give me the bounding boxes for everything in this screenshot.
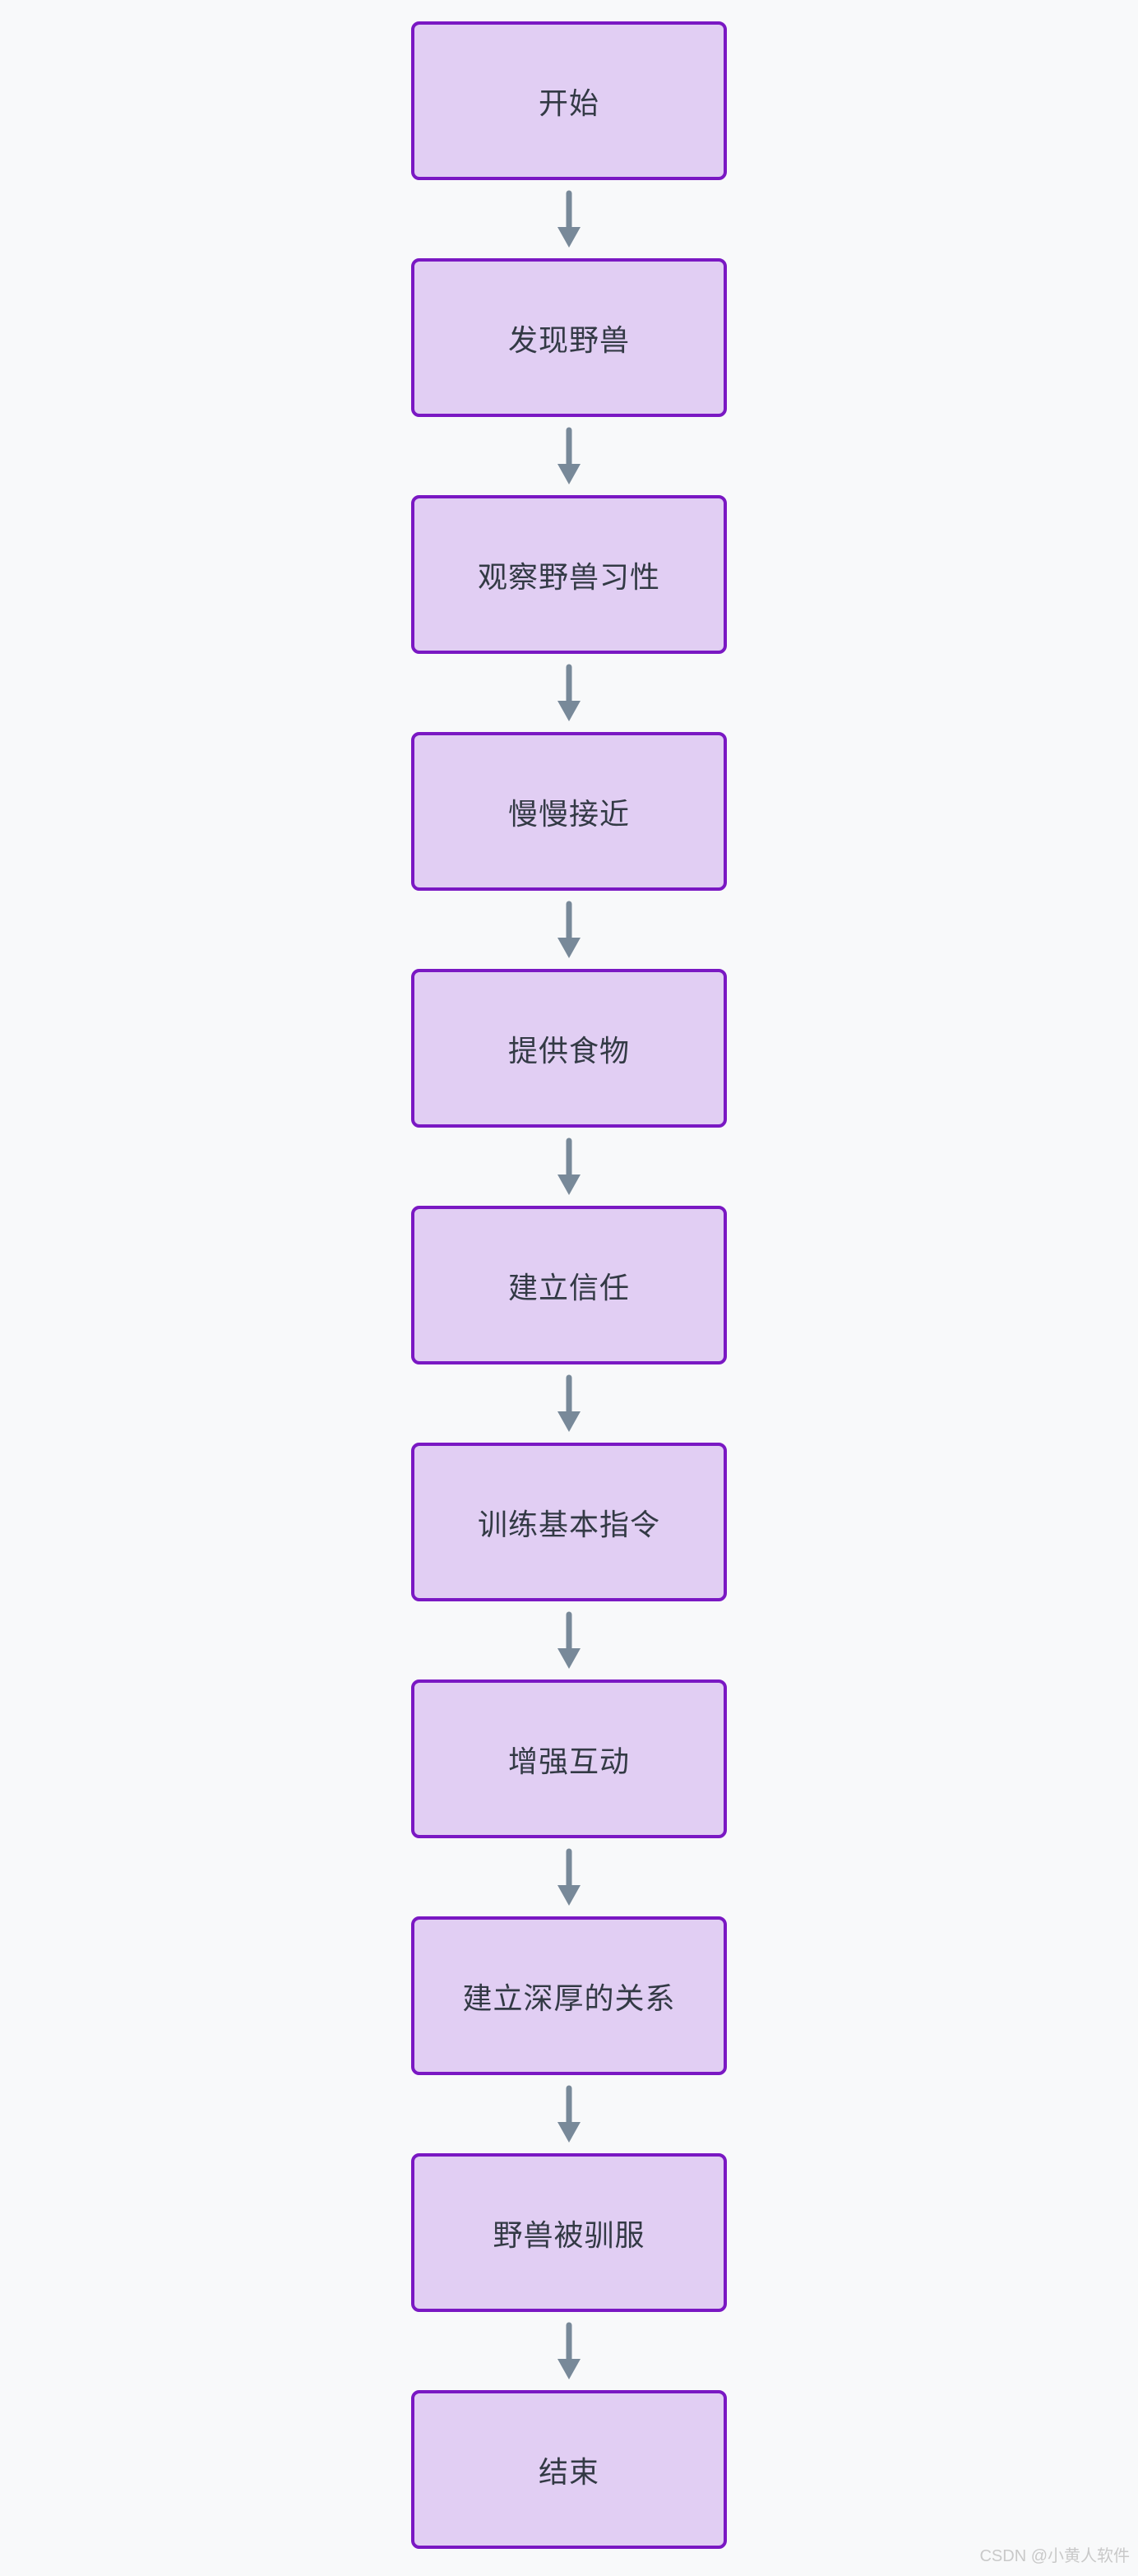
arrow-down-icon <box>557 664 581 721</box>
flow-node-label: 野兽被驯服 <box>493 2217 645 2252</box>
arrow-down-icon <box>557 1374 581 1432</box>
flow-node-discover-beast: 发现野兽 <box>411 258 727 417</box>
arrow-down-icon <box>557 1611 581 1669</box>
flow-node-label: 增强互动 <box>507 1744 630 1778</box>
flow-edge <box>557 1601 581 1679</box>
flow-node-observe-habits: 观察野兽习性 <box>411 495 727 654</box>
flow-node-enhance-interaction: 增强互动 <box>411 1679 727 1838</box>
arrow-down-icon <box>557 427 581 484</box>
flow-node-beast-tamed: 野兽被驯服 <box>411 2153 727 2312</box>
arrow-down-icon <box>557 2085 581 2143</box>
flowchart: 开始 发现野兽 观察野兽习性 慢慢接近 提供食物 <box>0 21 1138 2549</box>
flow-edge <box>557 2075 581 2153</box>
flow-node-start: 开始 <box>411 21 727 180</box>
flow-node-approach-slowly: 慢慢接近 <box>411 732 727 891</box>
flow-edge <box>557 180 581 258</box>
arrow-down-icon <box>557 2322 581 2379</box>
flow-node-build-trust: 建立信任 <box>411 1206 727 1364</box>
flow-edge <box>557 1838 581 1916</box>
flow-node-label: 建立信任 <box>507 1270 630 1304</box>
flow-node-end: 结束 <box>411 2390 727 2549</box>
flow-edge <box>557 2312 581 2390</box>
flow-edge <box>557 891 581 969</box>
flow-node-label: 慢慢接近 <box>507 796 630 831</box>
arrow-down-icon <box>557 1848 581 1906</box>
flow-node-provide-food: 提供食物 <box>411 969 727 1128</box>
flow-node-deep-relationship: 建立深厚的关系 <box>411 1916 727 2075</box>
flow-node-label: 开始 <box>538 86 599 120</box>
flow-edge <box>557 654 581 732</box>
arrow-down-icon <box>557 1137 581 1195</box>
flow-node-label: 训练基本指令 <box>477 1507 660 1541</box>
flow-node-label: 发现野兽 <box>507 322 630 357</box>
flow-edge <box>557 1364 581 1443</box>
arrow-down-icon <box>557 901 581 958</box>
flow-node-label: 结束 <box>538 2454 599 2489</box>
flow-node-label: 建立深厚的关系 <box>462 1981 676 2015</box>
csdn-watermark: CSDN @小黄人软件 <box>979 2547 1130 2565</box>
flow-edge <box>557 417 581 495</box>
arrow-down-icon <box>557 190 581 248</box>
flow-node-label: 提供食物 <box>507 1033 630 1068</box>
flow-edge <box>557 1128 581 1206</box>
flow-node-train-commands: 训练基本指令 <box>411 1443 727 1601</box>
flow-node-label: 观察野兽习性 <box>477 559 660 594</box>
